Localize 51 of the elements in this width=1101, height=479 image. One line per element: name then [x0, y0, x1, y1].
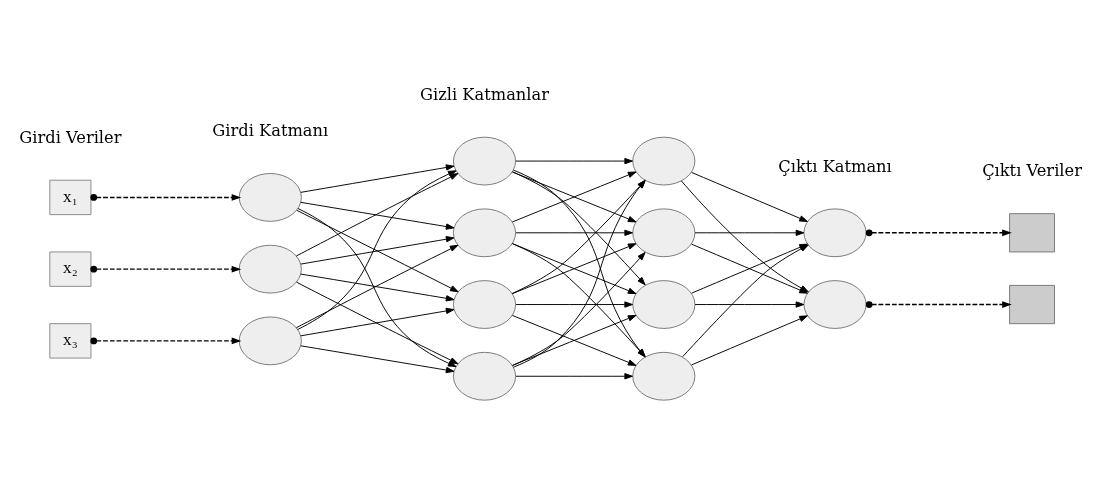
- label: Girdi Veriler: [19, 128, 122, 147]
- arrow: [865, 229, 1012, 237]
- node-box: [1009, 284, 1055, 325]
- arrow: [300, 236, 455, 265]
- arrow: [300, 164, 455, 193]
- node-circle: [452, 208, 517, 258]
- node-circle: [803, 280, 867, 329]
- node-circle: [452, 280, 517, 329]
- arrow: [691, 315, 808, 366]
- arrow: [295, 173, 459, 257]
- arrow: [691, 171, 808, 222]
- arrow: [694, 229, 805, 236]
- arrow: [295, 244, 459, 329]
- arrow: [300, 345, 455, 374]
- node-box: x₂: [49, 251, 92, 287]
- node-box: [1009, 213, 1055, 253]
- label: Girdi Katmanı: [212, 121, 329, 141]
- node-circle: [452, 351, 517, 401]
- arrow: [296, 281, 459, 365]
- arrow: [296, 209, 459, 293]
- node-circle: [632, 208, 696, 258]
- arrow: [90, 194, 242, 201]
- arrow: [297, 208, 457, 368]
- arrow: [297, 170, 457, 330]
- label: Çıktı Veriler: [982, 161, 1082, 181]
- node-circle: [452, 136, 517, 186]
- node-circle: [803, 208, 867, 258]
- arrow: [515, 157, 633, 165]
- arrow: [511, 314, 637, 366]
- arrow: [515, 373, 633, 380]
- node-circle: [632, 280, 696, 329]
- node-box: x₁: [49, 179, 92, 216]
- label: Çıktı Katmanı: [778, 156, 892, 176]
- node-circle: [632, 136, 696, 186]
- arrow: [90, 265, 242, 273]
- arrow: [694, 301, 805, 308]
- node-circle: [632, 351, 696, 401]
- arrow: [300, 273, 455, 302]
- node-circle: [238, 173, 302, 222]
- arrow: [300, 307, 455, 337]
- arrow: [511, 171, 637, 223]
- node-circle: [238, 244, 302, 294]
- node-box: x₃: [49, 323, 92, 359]
- arrow: [90, 337, 242, 345]
- node-circle: [238, 316, 302, 366]
- label: Gizli Katmanlar: [420, 84, 549, 104]
- arrow: [300, 201, 455, 230]
- arrow: [515, 301, 633, 308]
- arrow: [511, 243, 637, 295]
- arrow: [865, 301, 1012, 308]
- arrow: [515, 229, 633, 236]
